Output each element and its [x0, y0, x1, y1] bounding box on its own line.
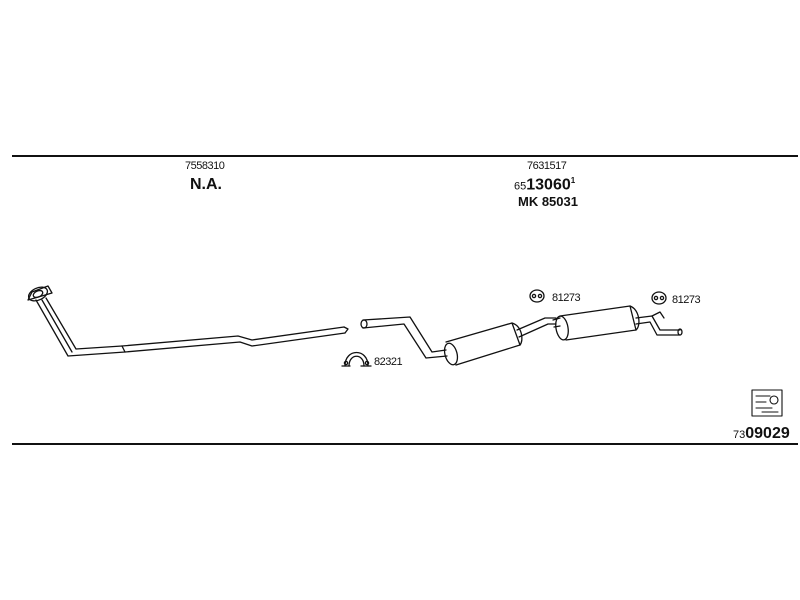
rear-part-number: 7631517	[527, 160, 567, 172]
catalog-icon	[751, 389, 783, 417]
rear-ref-number: 65130601	[514, 176, 575, 194]
rear-ref-sup: 1	[570, 176, 576, 185]
rear-muffler	[552, 305, 640, 341]
front-muffler	[443, 322, 523, 366]
catalog-main: 09029	[745, 425, 790, 442]
catalog-prefix: 73	[733, 429, 746, 441]
bottom-rule	[12, 443, 798, 445]
clamp-label: 82321	[374, 356, 403, 368]
middle-pipe	[360, 316, 448, 359]
front-pipe-part-number: 7558310	[185, 160, 225, 172]
hanger-2-label: 81273	[672, 294, 701, 306]
rear-mk-number: MK 85031	[518, 194, 578, 209]
clamp-icon	[341, 351, 372, 367]
catalog-number: 7309029	[733, 425, 790, 443]
connecting-pipe	[516, 317, 557, 338]
rear-ref-prefix: 65	[514, 180, 527, 193]
rear-ref-main: 13060	[526, 176, 571, 194]
top-rule	[12, 155, 798, 157]
tail-pipe	[635, 311, 683, 336]
front-pipe-note: N.A.	[190, 176, 222, 193]
hanger-2-icon	[651, 291, 667, 305]
front-pipe	[27, 285, 349, 357]
hanger-1-label: 81273	[552, 292, 581, 304]
hanger-1-icon	[529, 289, 545, 303]
